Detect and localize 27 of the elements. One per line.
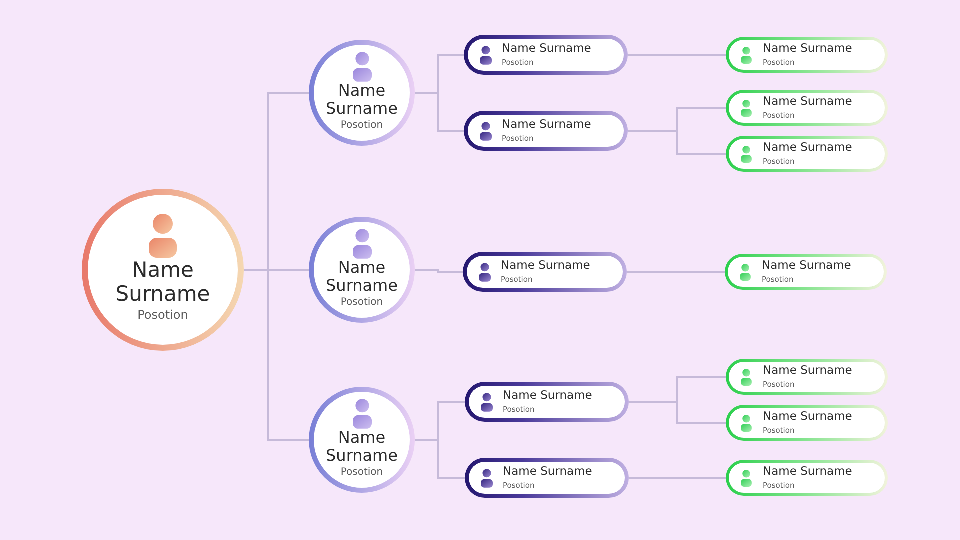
name-text: Name Surname xyxy=(325,258,399,294)
connector-line xyxy=(629,477,726,479)
connector-line xyxy=(629,401,726,424)
name-text: Name Surname xyxy=(763,363,852,378)
position-text: Posotion xyxy=(340,466,384,480)
connector-line xyxy=(415,439,465,479)
name-text: Name Surname xyxy=(325,82,399,118)
name-text: Name Surname xyxy=(501,258,590,272)
name-text: Name Surname xyxy=(763,464,852,478)
name-text: Name Surname xyxy=(763,140,852,154)
name-text: Name Surname xyxy=(502,41,592,56)
connector-line xyxy=(415,92,464,132)
name-text: Name Surname xyxy=(763,409,852,424)
connector-line xyxy=(627,271,725,273)
name-text: Name Surname xyxy=(503,388,592,402)
name-text: Name Surname xyxy=(763,41,852,56)
name-text: Name Surname xyxy=(502,117,592,132)
connector-line xyxy=(415,269,463,273)
position-text: Posotion xyxy=(340,118,384,132)
name-text: Name Surname xyxy=(114,258,212,306)
position-text: Posotion xyxy=(138,306,188,322)
name-text: Name Surname xyxy=(503,464,592,478)
name-text: Name Surname xyxy=(763,94,852,108)
name-text: Name Surname xyxy=(762,258,852,272)
position-text: Posotion xyxy=(340,296,384,310)
connector-line xyxy=(628,54,726,56)
name-text: Name Surname xyxy=(325,428,399,464)
